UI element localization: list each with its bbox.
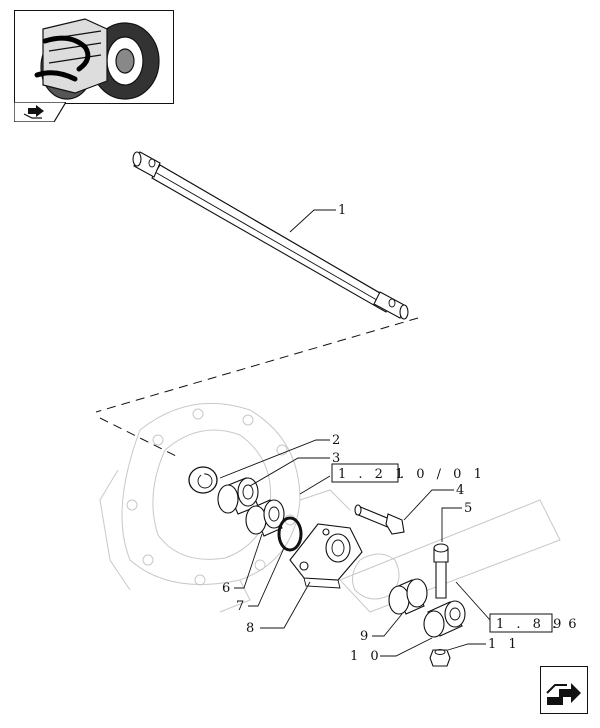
ref-1-21[interactable]: 1 . 2 1 . 0 / 0 1 bbox=[331, 463, 486, 483]
callout-labels: 1 2 3 4 5 6 7 8 9 1 0 1 1 bbox=[222, 203, 521, 664]
flange-part-8 bbox=[289, 523, 363, 589]
bushing-part-10 bbox=[423, 600, 466, 638]
tractor-thumbnail-icon[interactable] bbox=[14, 10, 174, 104]
prev-page-icon[interactable] bbox=[13, 101, 68, 123]
ref-a-tail-text: . 0 / 0 1 bbox=[400, 467, 486, 482]
alignment-dashes bbox=[95, 317, 419, 459]
snap-ring-part-2 bbox=[188, 466, 218, 494]
shaft-part-1 bbox=[132, 151, 409, 320]
next-page-icon[interactable] bbox=[540, 666, 588, 714]
label-11: 1 1 bbox=[488, 637, 521, 652]
ref-1-89[interactable]: 1 . 8 9 . 6 bbox=[489, 613, 581, 633]
bolt-part-4 bbox=[354, 504, 405, 535]
label-2: 2 bbox=[332, 433, 340, 448]
label-10: 1 0 bbox=[350, 649, 383, 664]
bushing-part-3 bbox=[217, 477, 259, 515]
label-4: 4 bbox=[456, 483, 464, 498]
label-1: 1 bbox=[338, 203, 346, 218]
nut-part-11 bbox=[429, 649, 451, 667]
pin-part-5 bbox=[433, 543, 449, 599]
label-7: 7 bbox=[236, 599, 244, 614]
ref-b-tail-text: . 6 bbox=[552, 617, 581, 632]
ghost-housing bbox=[99, 402, 561, 613]
sleeve-part-6 bbox=[245, 499, 285, 537]
leader-lines bbox=[219, 209, 491, 657]
label-6: 6 bbox=[222, 581, 230, 596]
ref-a-box-text: 1 . 2 1 bbox=[338, 467, 407, 482]
label-3: 3 bbox=[332, 451, 340, 466]
bushing-part-9 bbox=[388, 578, 428, 615]
label-8: 8 bbox=[246, 621, 254, 636]
ref-b-box-text: 1 . 8 9 bbox=[496, 617, 565, 632]
o-ring-part-7 bbox=[277, 516, 303, 552]
label-9: 9 bbox=[360, 629, 368, 644]
label-5: 5 bbox=[464, 501, 472, 516]
